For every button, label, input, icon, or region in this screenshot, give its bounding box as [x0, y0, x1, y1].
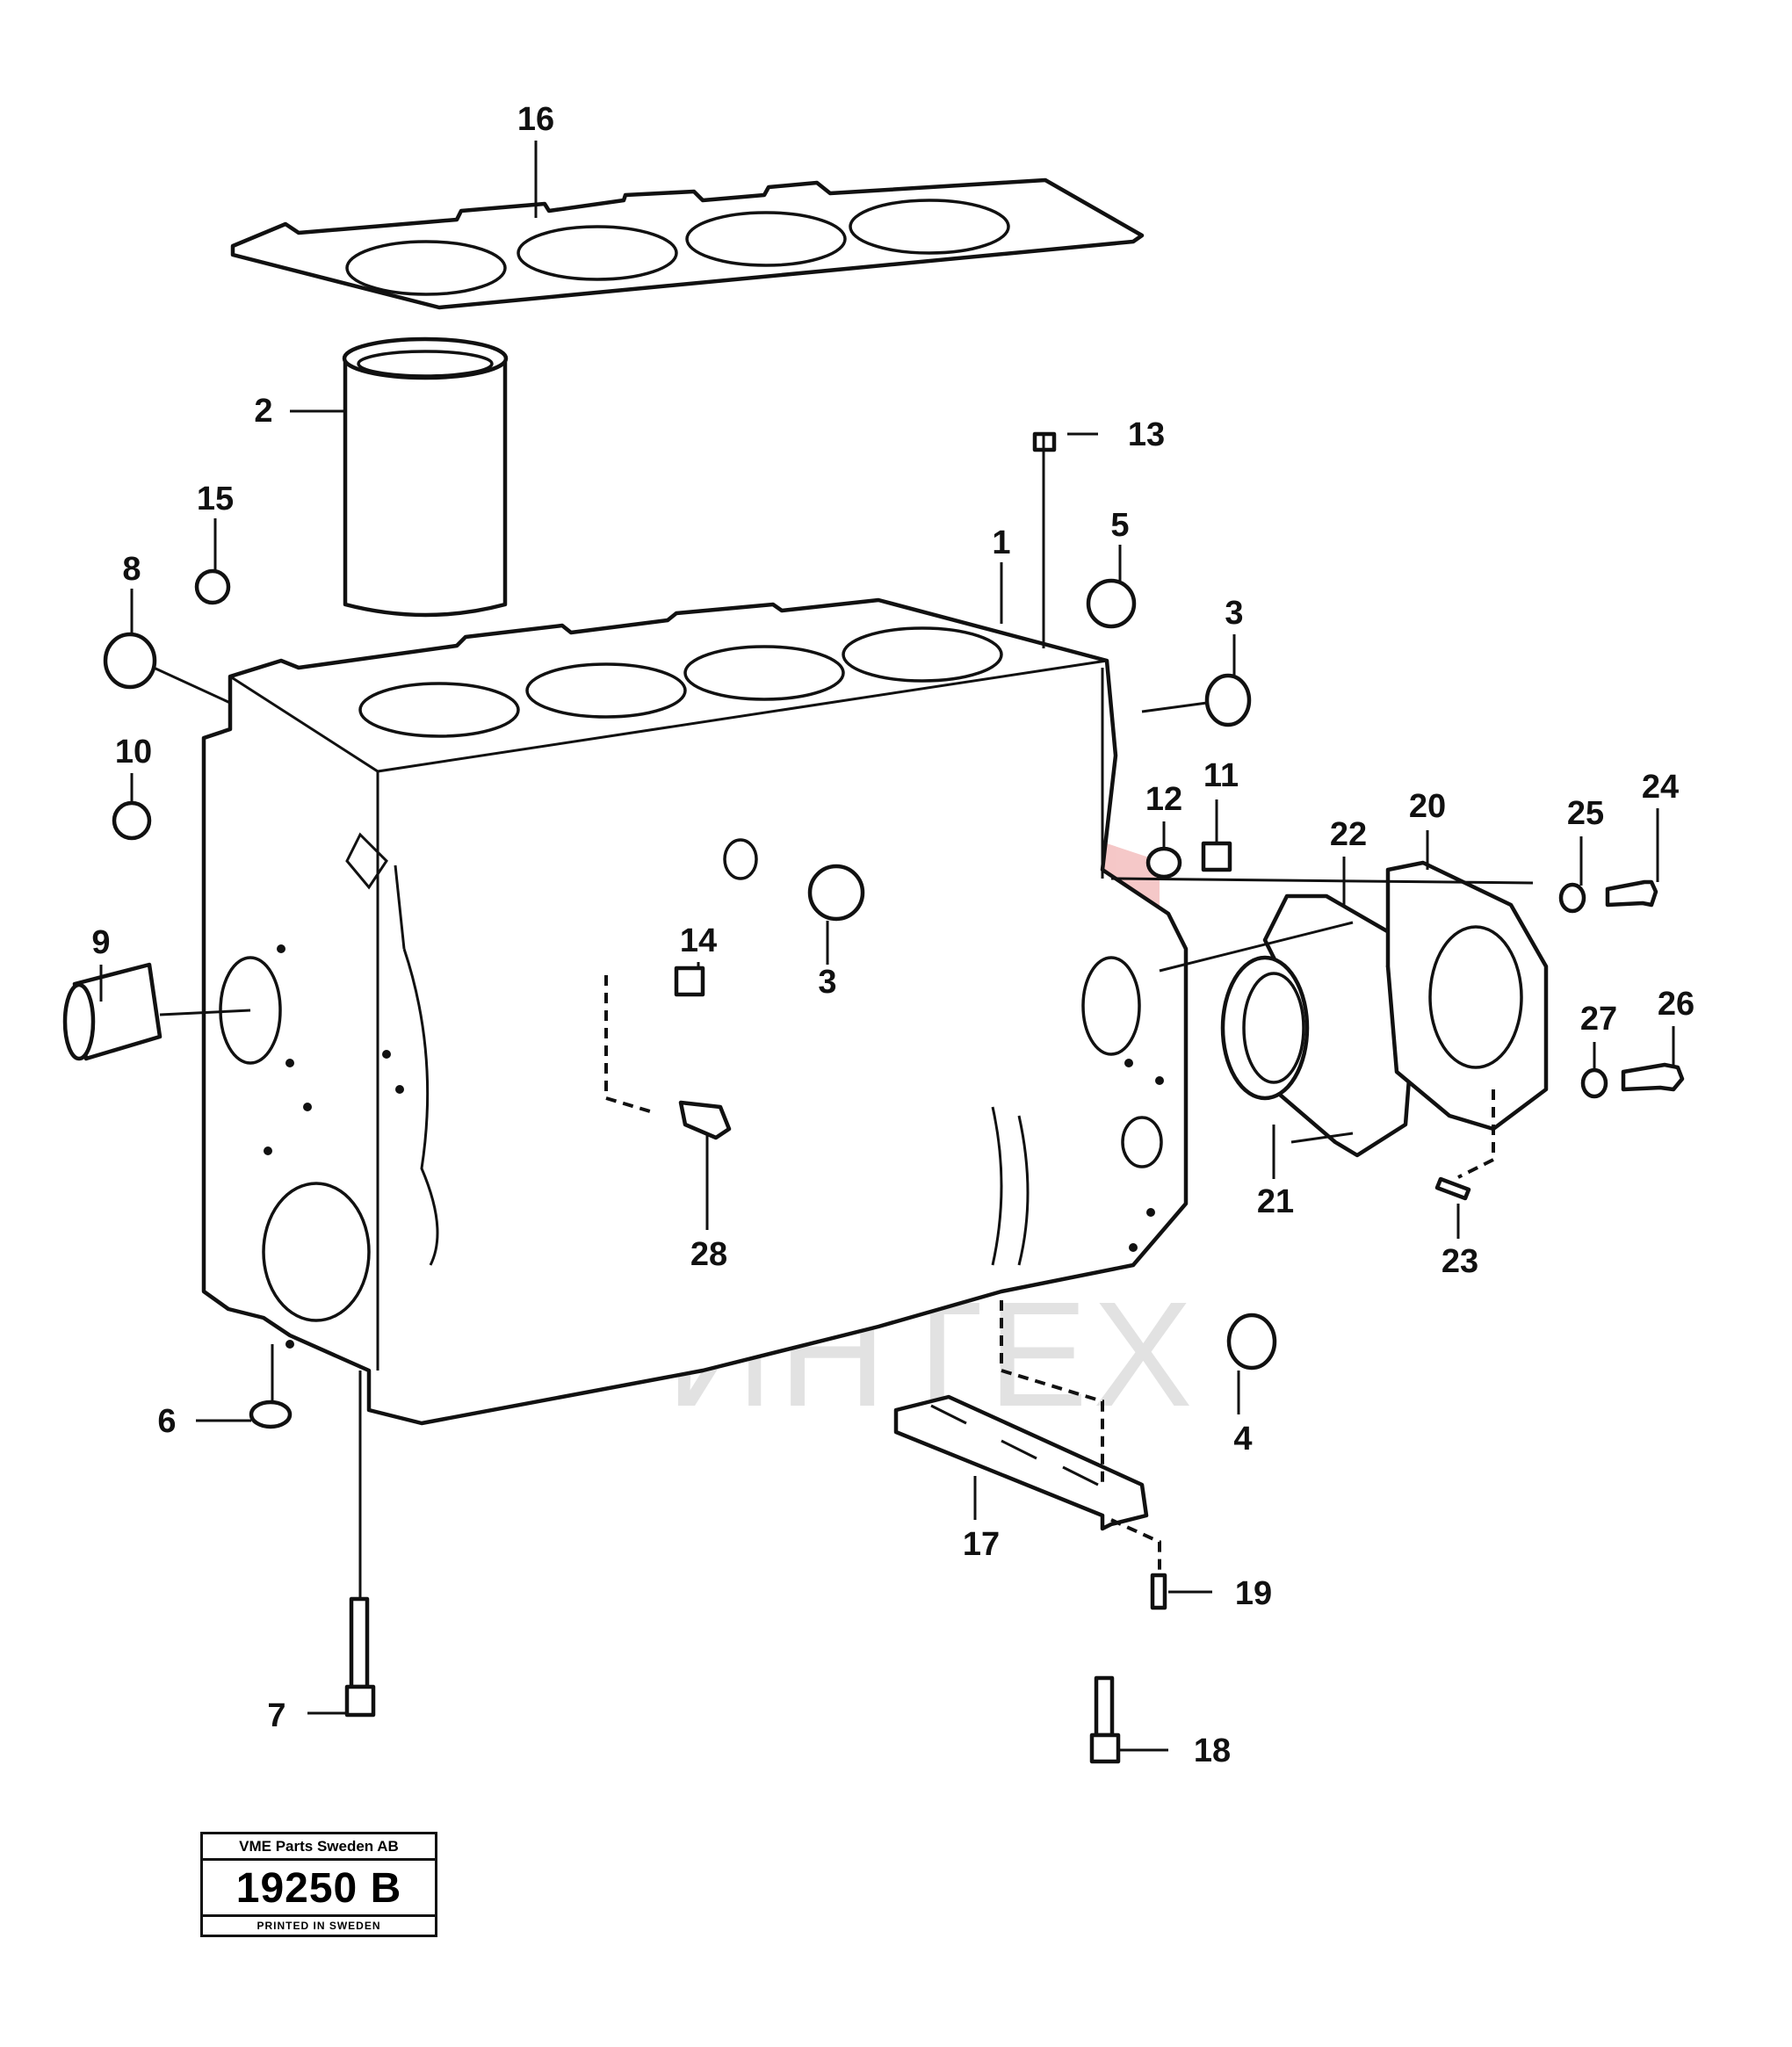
stamp-printed: PRINTED IN SWEDEN: [203, 1914, 435, 1935]
sensor-28: [678, 1100, 732, 1140]
callout-4: 4: [1233, 1421, 1252, 1457]
stamp-company: VME Parts Sweden AB: [203, 1834, 435, 1861]
callout-26: 26: [1658, 986, 1694, 1023]
bolt-18-head: [1089, 1732, 1121, 1764]
callout-3-top: 3: [1225, 595, 1243, 632]
pin-19: [1150, 1573, 1167, 1610]
seal-ring-21-inner: [1242, 972, 1305, 1084]
seal-6: [249, 1400, 293, 1429]
bolt-7-head: [344, 1684, 376, 1718]
bearing-cap-17: [893, 1394, 1149, 1531]
callout-9: 9: [91, 924, 110, 961]
callout-7: 7: [267, 1697, 285, 1734]
callout-18: 18: [1194, 1732, 1231, 1769]
stamp-number: 19250 B: [235, 1865, 402, 1912]
callout-28: 28: [690, 1236, 727, 1273]
callout-13: 13: [1128, 416, 1165, 453]
callout-22: 22: [1330, 816, 1367, 853]
plug-15: [194, 568, 231, 605]
pin-23: [1434, 1176, 1471, 1201]
callout-12: 12: [1145, 781, 1182, 818]
bolt-7: [349, 1596, 370, 1689]
callout-15: 15: [197, 481, 234, 517]
engine-block: [201, 597, 1189, 1426]
callout-6: 6: [157, 1403, 176, 1440]
bolt-14: [674, 966, 705, 997]
callout-25: 25: [1567, 795, 1604, 832]
plug-11: [1201, 841, 1232, 872]
callout-23: 23: [1442, 1243, 1478, 1280]
callout-17: 17: [963, 1526, 1000, 1563]
bushing-9-end: [62, 982, 96, 1061]
head-gasket: [230, 177, 1145, 310]
washer-12: [1145, 846, 1182, 879]
plug-5: [1086, 578, 1137, 629]
washer-27: [1580, 1067, 1608, 1099]
callout-27: 27: [1580, 1001, 1617, 1038]
callout-10: 10: [115, 734, 152, 770]
callout-20: 20: [1409, 788, 1446, 825]
drawing-stamp: VME Parts Sweden AB 19250 B PRINTED IN S…: [200, 1832, 437, 1937]
callout-5: 5: [1110, 507, 1129, 544]
callout-8: 8: [122, 551, 141, 588]
plug-8: [103, 632, 157, 690]
plug-3-top: [1204, 673, 1252, 727]
callout-1: 1: [992, 524, 1010, 561]
callout-labels: 16 2 13 15 5 8 1 3 10 12 11 22 20 25 24 …: [91, 101, 1694, 1769]
bolt-18: [1094, 1675, 1115, 1738]
washer-25: [1558, 882, 1586, 914]
callout-3-side: 3: [818, 964, 836, 1001]
bolt-26: [1621, 1062, 1685, 1092]
cylinder-liner: [342, 336, 509, 618]
plug-10: [112, 800, 152, 841]
seal-4: [1226, 1313, 1277, 1371]
leader-lines: [99, 141, 1675, 1752]
callout-19: 19: [1235, 1575, 1272, 1612]
plug-3-side: [807, 864, 865, 922]
bolt-24: [1605, 879, 1658, 908]
callout-21: 21: [1257, 1183, 1294, 1220]
callout-11: 11: [1203, 757, 1239, 794]
callout-14: 14: [680, 922, 717, 959]
callout-16: 16: [517, 101, 554, 138]
callout-24: 24: [1642, 769, 1679, 806]
cover-20-bore: [1428, 925, 1523, 1069]
callout-2: 2: [254, 393, 272, 430]
